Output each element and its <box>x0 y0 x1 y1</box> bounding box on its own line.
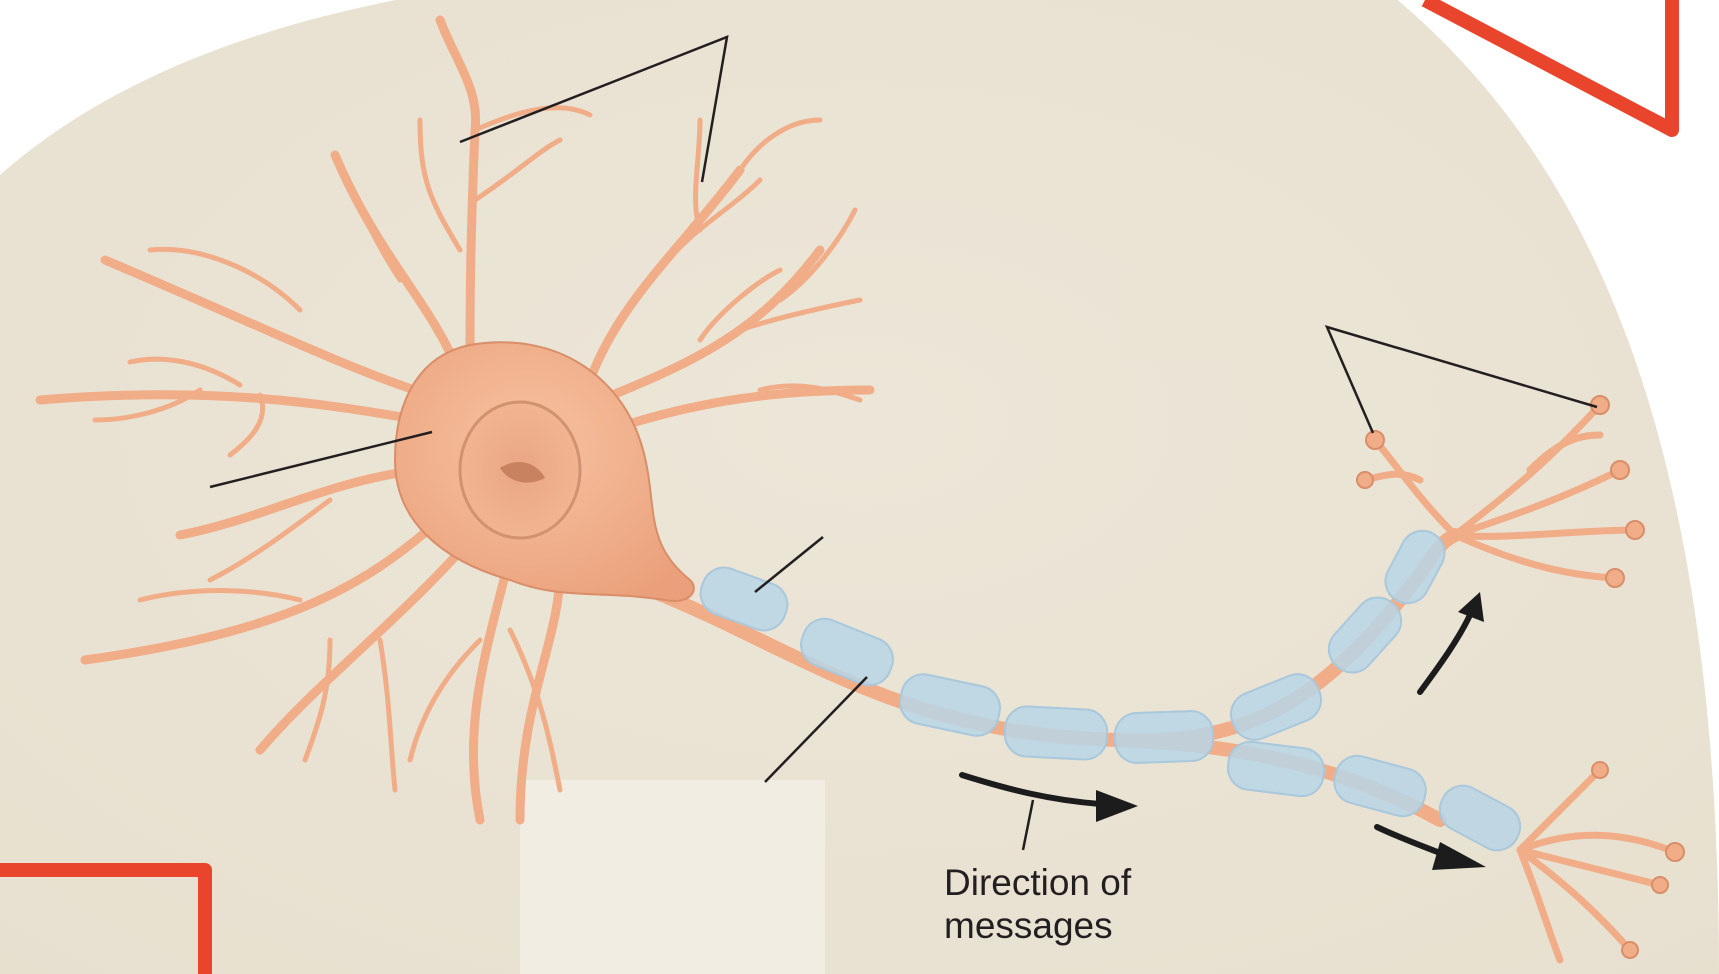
leader-direction <box>1021 799 1035 851</box>
leader-dendrites <box>459 35 729 183</box>
axon-terminals <box>1361 401 1679 964</box>
arrow-right-icon <box>959 772 1138 822</box>
leader-lines <box>209 35 1598 851</box>
leader-cell-body <box>209 430 433 489</box>
frame-accent-top-right <box>1421 0 1679 137</box>
leader-myelin <box>764 676 868 783</box>
arrow-up-right-icon <box>1417 592 1484 695</box>
direction-arrows <box>959 592 1486 870</box>
caption-direction-line2: messages <box>944 905 1113 946</box>
label-blank-1 <box>520 780 825 974</box>
myelin-sheath <box>699 529 1522 852</box>
soma <box>393 341 695 602</box>
arrow-right-icon <box>1374 824 1486 870</box>
frame-accent-bottom-left <box>0 863 212 974</box>
label-blank-2 <box>1120 270 1320 360</box>
caption-direction-line1: Direction of <box>944 862 1132 903</box>
dendrites <box>35 15 875 825</box>
leader-axon <box>754 536 824 593</box>
leader-axon-terminals <box>1324 325 1598 434</box>
nucleolus <box>500 462 545 483</box>
